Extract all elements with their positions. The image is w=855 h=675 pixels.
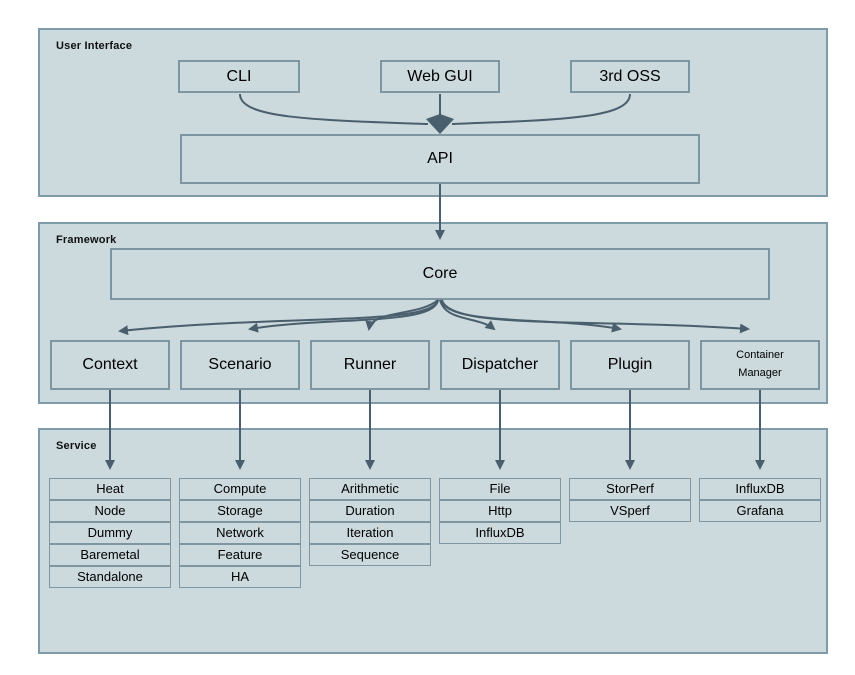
service-item: Sequence bbox=[309, 544, 431, 566]
box-core-label: Core bbox=[422, 265, 458, 282]
box-scenario: Scenario bbox=[180, 340, 300, 390]
box-core: Core bbox=[110, 248, 770, 300]
service-item: Network bbox=[179, 522, 301, 544]
service-column-container-manager: InfluxDB Grafana bbox=[699, 478, 821, 522]
service-item: StorPerf bbox=[569, 478, 691, 500]
box-3rd-oss-label: 3rd OSS bbox=[599, 67, 661, 85]
service-item: Node bbox=[49, 500, 171, 522]
service-item: Arithmetic bbox=[309, 478, 431, 500]
service-item: Feature bbox=[179, 544, 301, 566]
box-scenario-label: Scenario bbox=[208, 356, 272, 373]
box-web-gui-label: Web GUI bbox=[407, 67, 473, 85]
service-item: Dummy bbox=[49, 522, 171, 544]
service-item: InfluxDB bbox=[699, 478, 821, 500]
service-column-runner: Arithmetic Duration Iteration Sequence bbox=[309, 478, 431, 566]
box-api: API bbox=[180, 134, 700, 184]
service-item: File bbox=[439, 478, 561, 500]
box-runner-label: Runner bbox=[343, 356, 397, 373]
service-item: Compute bbox=[179, 478, 301, 500]
section-framework-label: Framework bbox=[56, 234, 117, 246]
box-container-manager-label: Container Manager bbox=[736, 349, 784, 379]
box-runner: Runner bbox=[310, 340, 430, 390]
section-user-interface-label: User Interface bbox=[56, 40, 133, 52]
service-item: Baremetal bbox=[49, 544, 171, 566]
service-column-plugin: StorPerf VSperf bbox=[569, 478, 691, 522]
service-column-dispatcher: File Http InfluxDB bbox=[439, 478, 561, 544]
service-item: Storage bbox=[179, 500, 301, 522]
section-service-label: Service bbox=[56, 440, 97, 452]
box-cli: CLI bbox=[178, 60, 300, 93]
service-item: Heat bbox=[49, 478, 171, 500]
service-item: Grafana bbox=[699, 500, 821, 522]
box-context: Context bbox=[50, 340, 170, 390]
section-service: Service bbox=[38, 428, 828, 654]
service-item: Http bbox=[439, 500, 561, 522]
box-dispatcher: Dispatcher bbox=[440, 340, 560, 390]
service-item: InfluxDB bbox=[439, 522, 561, 544]
box-container-manager: Container Manager bbox=[700, 340, 820, 390]
service-item: Standalone bbox=[49, 566, 171, 588]
box-dispatcher-label: Dispatcher bbox=[461, 356, 539, 373]
box-context-label: Context bbox=[82, 356, 138, 373]
service-item: VSperf bbox=[569, 500, 691, 522]
service-item: Duration bbox=[309, 500, 431, 522]
service-item: HA bbox=[179, 566, 301, 588]
box-web-gui: Web GUI bbox=[380, 60, 500, 93]
service-column-scenario: Compute Storage Network Feature HA bbox=[179, 478, 301, 588]
service-column-context: Heat Node Dummy Baremetal Standalone bbox=[49, 478, 171, 588]
service-item: Iteration bbox=[309, 522, 431, 544]
box-3rd-oss: 3rd OSS bbox=[570, 60, 690, 93]
box-api-label: API bbox=[427, 150, 453, 167]
box-plugin: Plugin bbox=[570, 340, 690, 390]
section-user-interface: User Interface bbox=[38, 28, 828, 197]
box-plugin-label: Plugin bbox=[607, 356, 653, 373]
box-cli-label: CLI bbox=[226, 67, 252, 85]
